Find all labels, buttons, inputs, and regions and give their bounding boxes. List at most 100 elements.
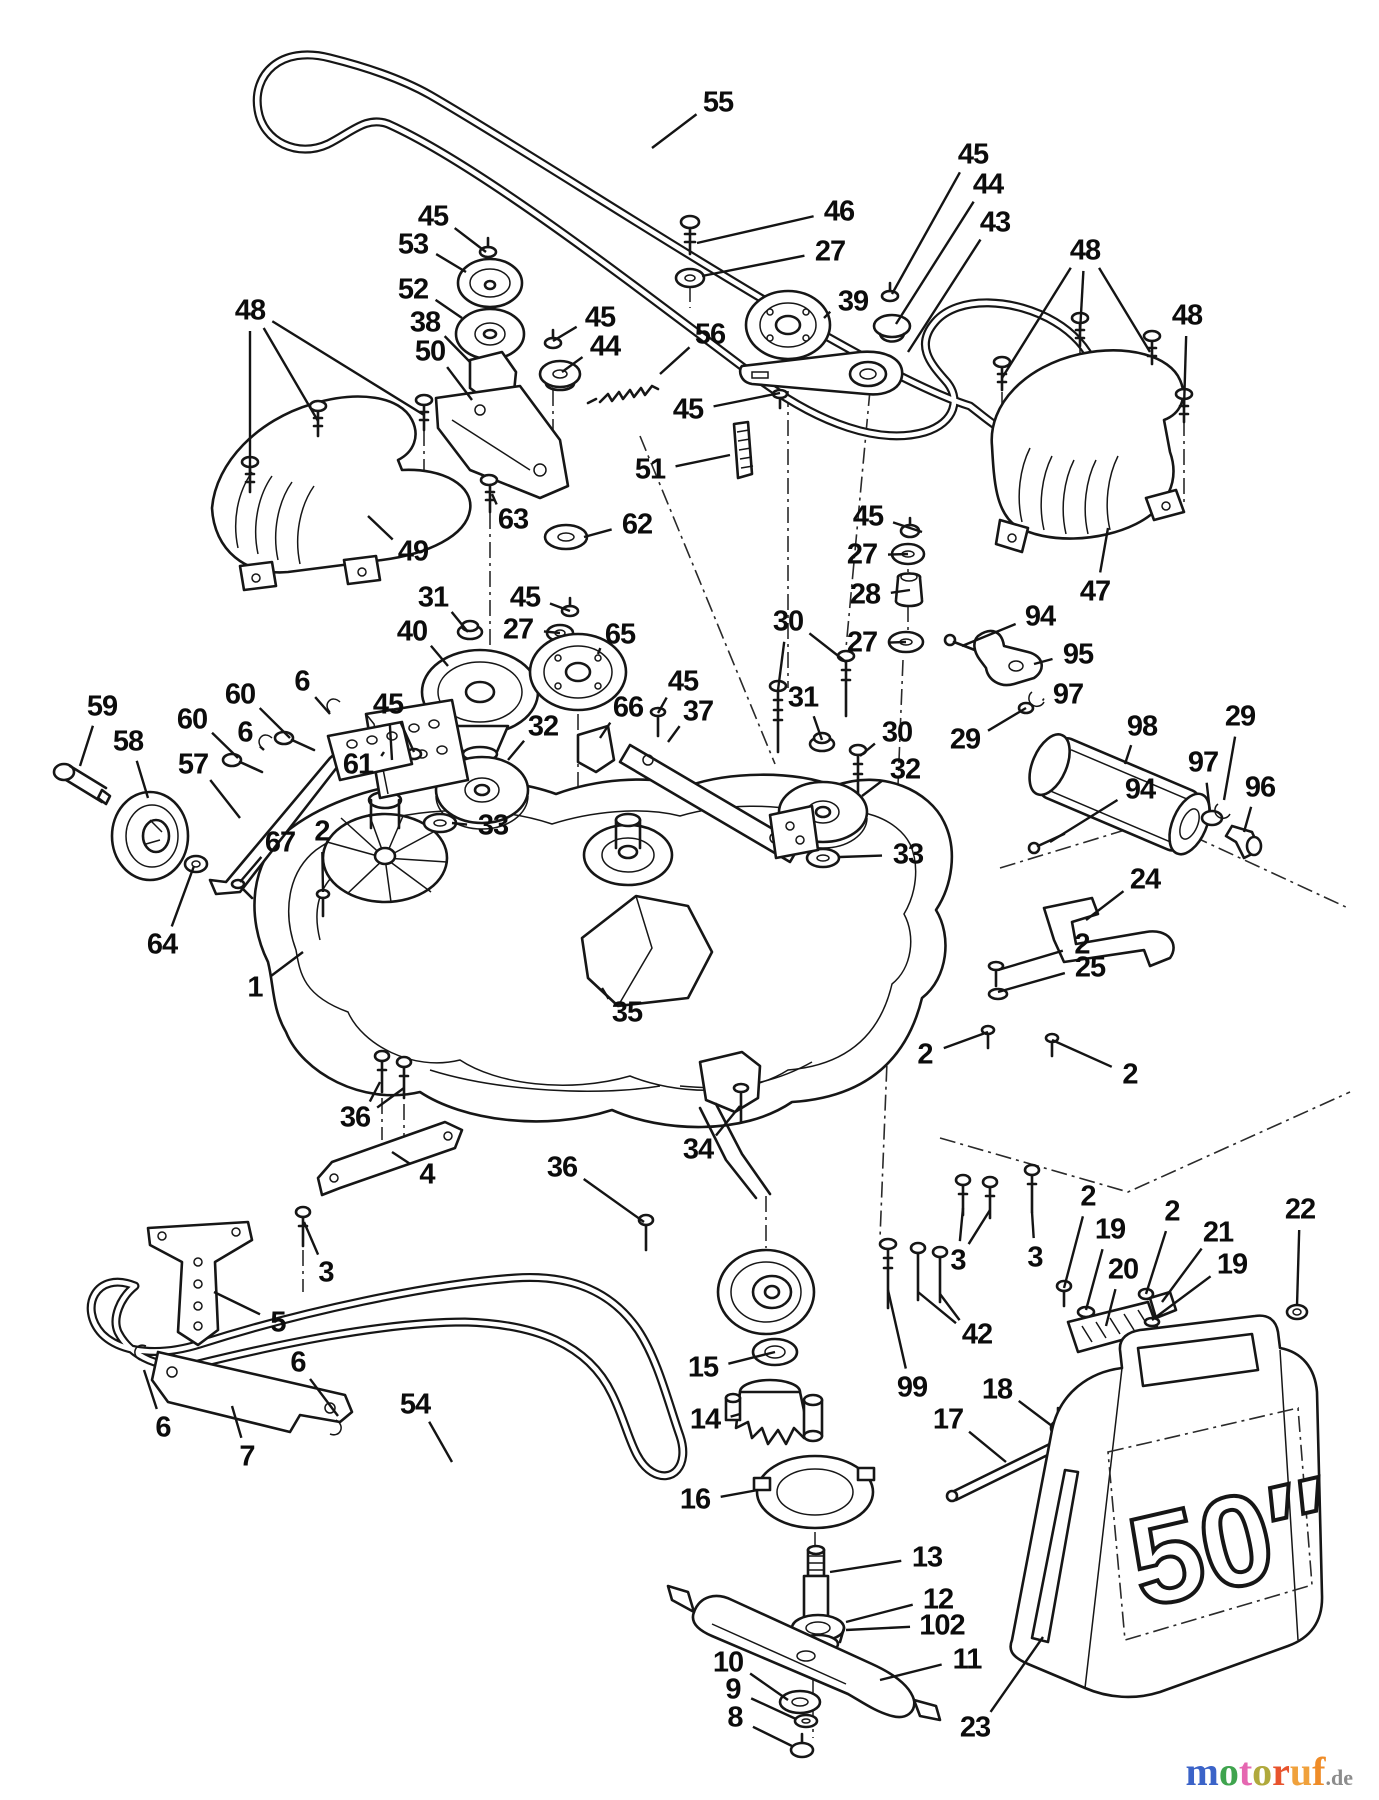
callout-42: 42 <box>961 1318 993 1351</box>
callout-99: 99 <box>896 1371 928 1404</box>
callout-43: 43 <box>979 206 1011 239</box>
callout-66: 66 <box>612 691 644 724</box>
callout-37: 37 <box>682 695 714 728</box>
callout-59: 59 <box>86 690 118 723</box>
center-spindle <box>582 812 674 887</box>
callout-9: 9 <box>725 1673 741 1706</box>
watermark-letter: r <box>1272 1749 1290 1794</box>
front-hanger-group <box>134 1049 655 1436</box>
callout-38: 38 <box>409 306 441 339</box>
clutch-idler-stack <box>434 236 570 500</box>
callout-46: 46 <box>823 195 855 228</box>
spindle-service-parts <box>666 1337 942 1759</box>
callout-48: 48 <box>1069 234 1101 267</box>
callout-27: 27 <box>814 235 846 268</box>
callout-11: 11 <box>952 1643 983 1676</box>
watermark-letter: o <box>1218 1749 1239 1794</box>
callout-64: 64 <box>146 928 178 961</box>
primary-drive-belt <box>252 50 1103 446</box>
extension-spring <box>586 384 660 405</box>
callout-18: 18 <box>981 1373 1013 1406</box>
callout-4: 4 <box>419 1158 435 1191</box>
callout-19: 19 <box>1216 1248 1248 1281</box>
spring-pin-51 <box>732 420 754 480</box>
callout-2: 2 <box>314 815 330 848</box>
callout-55: 55 <box>702 86 734 119</box>
spacer-washer-44 <box>538 359 582 392</box>
callout-45: 45 <box>417 200 449 233</box>
callout-29: 29 <box>949 723 981 756</box>
callout-63: 63 <box>497 503 529 536</box>
gauge-wheel <box>716 1248 816 1336</box>
idler-bracket-66 <box>576 724 616 774</box>
callout-45: 45 <box>852 500 884 533</box>
callout-33: 33 <box>892 838 924 871</box>
baffle-plate <box>580 894 714 1008</box>
callout-32: 32 <box>527 710 559 743</box>
idler-arm-assembly <box>674 214 912 410</box>
callout-45: 45 <box>584 301 616 334</box>
callout-48: 48 <box>234 294 266 327</box>
spacer-stack-27-28 <box>887 516 926 654</box>
callout-32: 32 <box>889 753 921 786</box>
lever-and-roller-group <box>943 629 1263 860</box>
callout-47: 47 <box>1079 575 1111 608</box>
gauge-wheel-bracket <box>698 1102 772 1200</box>
callout-58: 58 <box>112 725 144 758</box>
callout-97: 97 <box>1187 746 1219 779</box>
callout-95: 95 <box>1062 638 1094 671</box>
callout-31: 31 <box>787 681 819 714</box>
callout-27: 27 <box>846 626 878 659</box>
watermark-logo: motoruf.de <box>1186 1748 1354 1795</box>
callout-45: 45 <box>372 688 404 721</box>
callout-96: 96 <box>1244 771 1276 804</box>
callout-10: 10 <box>712 1646 744 1679</box>
callout-94: 94 <box>1024 600 1056 633</box>
callout-52: 52 <box>397 273 429 306</box>
callout-30: 30 <box>772 605 804 638</box>
callout-50: 50 <box>414 335 446 368</box>
callout-3: 3 <box>318 1256 334 1289</box>
callout-17: 17 <box>932 1403 964 1436</box>
callout-36: 36 <box>546 1151 578 1184</box>
callout-27: 27 <box>502 613 534 646</box>
callout-20: 20 <box>1107 1253 1139 1286</box>
callout-27: 27 <box>846 538 878 571</box>
callout-33: 33 <box>477 809 509 842</box>
callout-49: 49 <box>397 535 429 568</box>
callout-36: 36 <box>339 1101 371 1134</box>
callout-34: 34 <box>682 1133 714 1166</box>
callout-45: 45 <box>957 138 989 171</box>
callout-3: 3 <box>1027 1241 1043 1274</box>
callout-40: 40 <box>396 615 428 648</box>
callout-45: 45 <box>672 393 704 426</box>
callout-30: 30 <box>881 716 913 749</box>
callout-6: 6 <box>290 1346 306 1379</box>
callout-6: 6 <box>155 1411 171 1444</box>
watermark-letter: o <box>1252 1749 1273 1794</box>
watermark-letter: t <box>1238 1749 1253 1794</box>
watermark-suffix: .de <box>1325 1765 1354 1790</box>
callout-22: 22 <box>1284 1193 1316 1226</box>
callout-23: 23 <box>959 1711 991 1744</box>
callout-51: 51 <box>634 453 666 486</box>
callout-leader-lines <box>78 113 1301 1748</box>
callout-24: 24 <box>1129 863 1161 896</box>
bolt-63 <box>479 473 499 487</box>
callout-28: 28 <box>849 578 881 611</box>
callout-67: 67 <box>264 826 296 859</box>
callout-31: 31 <box>417 581 449 614</box>
callout-19: 19 <box>1094 1213 1126 1246</box>
callout-48: 48 <box>1171 299 1203 332</box>
callout-14: 14 <box>689 1403 721 1436</box>
callout-15: 15 <box>687 1351 719 1384</box>
rear-hanger-bracket <box>698 1050 762 1114</box>
callout-2: 2 <box>1164 1195 1180 1228</box>
callout-102: 102 <box>919 1609 965 1642</box>
callout-25: 25 <box>1074 951 1106 984</box>
callout-60: 60 <box>224 678 256 711</box>
washer-62 <box>543 523 589 551</box>
callout-44: 44 <box>589 330 621 363</box>
